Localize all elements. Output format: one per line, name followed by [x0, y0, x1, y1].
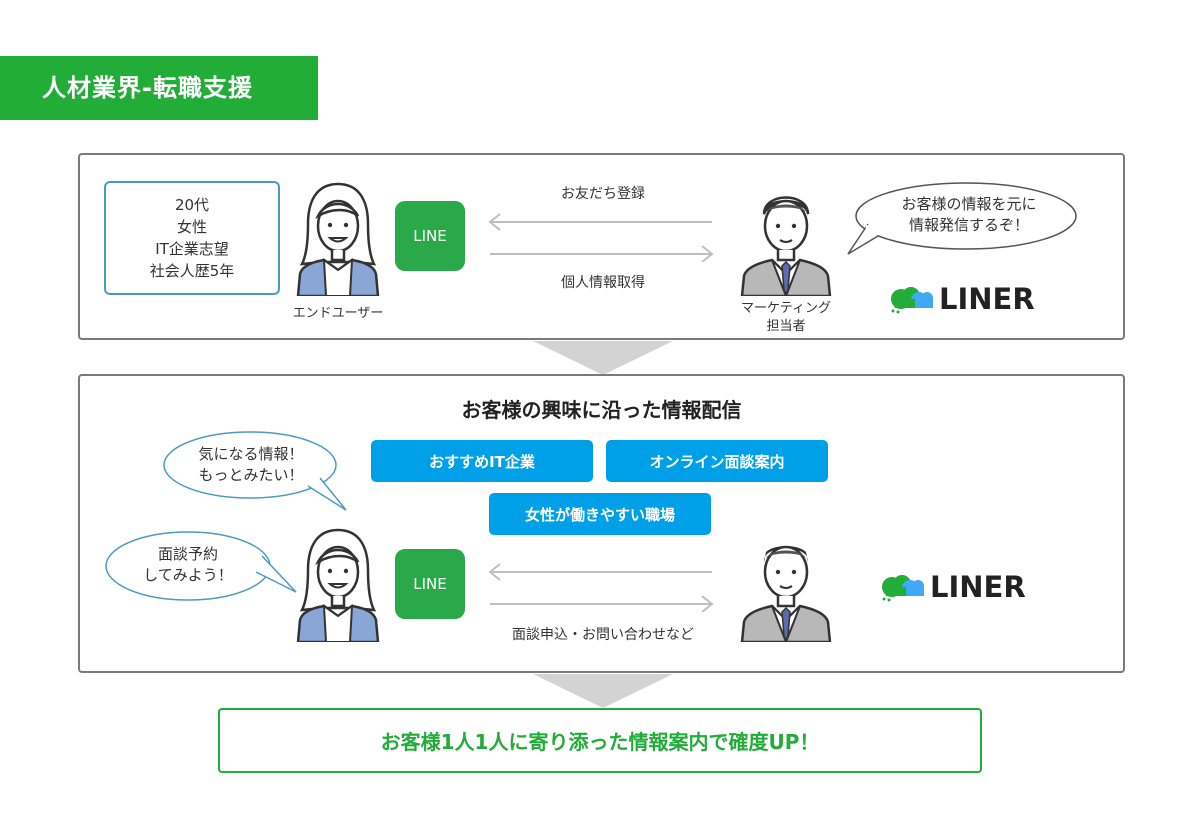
liner-cloud-icon [882, 575, 924, 602]
marketer-speech-bubble: お客様の情報を元に 情報発信するぞ！ [842, 180, 1080, 256]
line-app-badge: LINE [395, 201, 465, 271]
liner-logo: LINER [889, 282, 1035, 316]
liner-logo: LINER [880, 570, 1026, 604]
inquiry-label: 面談申込・お問い合わせなど [512, 627, 694, 643]
liner-cloud-icon [891, 287, 933, 314]
liner-wordmark: LINER [930, 570, 1026, 604]
end-user-woman-icon [296, 182, 380, 296]
flow-down-arrow-icon [533, 341, 673, 375]
personal-info-label: 個人情報取得 [561, 275, 645, 291]
result-banner: お客様1人1人に寄り添った情報案内で確度UP！ [218, 708, 982, 773]
end-user-caption: エンドユーザー [292, 306, 384, 321]
friend-registration-label: お友だち登録 [561, 186, 645, 202]
marketer-caption-title: 担当者 [766, 319, 806, 334]
user-interest-bubble: 気になる情報！ もっとみたい！ [160, 428, 350, 512]
liner-wordmark: LINER [939, 282, 1035, 316]
profile-aspiration: IT企業志望 [155, 240, 229, 258]
tag-women-friendly: 女性が働きやすい職場 [489, 493, 711, 535]
bubble1-line-2: もっとみたい！ [198, 466, 304, 484]
speech-line-2: 情報発信するぞ！ [908, 216, 1029, 234]
profile-career: 社会人歴5年 [149, 262, 235, 280]
profile-gender: 女性 [176, 218, 207, 236]
flow-down-arrow-icon [533, 674, 673, 708]
marketer-man-icon [740, 196, 832, 296]
exchange-arrows-icon [488, 213, 714, 262]
tag-recommended-it: おすすめIT企業 [371, 440, 593, 482]
bubble1-line-1: 気になる情報！ [198, 445, 304, 463]
end-user-woman-icon [296, 528, 380, 642]
section-label: 人材業界-転職支援 [0, 56, 318, 120]
marketer-man-icon [740, 545, 832, 642]
marketer-caption-role: マーケティング [741, 301, 831, 316]
speech-bubble-shape-icon [105, 531, 297, 601]
result-text: お客様1人1人に寄り添った情報案内で確度UP！ [380, 730, 820, 754]
speech-line-1: お客様の情報を元に [901, 195, 1037, 213]
bubble2-line-1: 面談予約 [157, 545, 218, 563]
user-booking-bubble: 面談予約 してみよう！ [102, 526, 298, 610]
tag-online-interview: オンライン面談案内 [606, 440, 828, 482]
profile-age: 20代 [174, 196, 210, 214]
delivery-title: お客様の興味に沿った情報配信 [461, 398, 742, 422]
user-profile-box: 20代 女性 IT企業志望 社会人歴5年 [104, 181, 280, 295]
bubble2-line-2: してみよう！ [143, 566, 233, 584]
marketer-caption: マーケティング 担当者 [726, 300, 846, 336]
speech-bubble-shape-icon [163, 431, 347, 511]
speech-bubble-shape-icon [847, 182, 1077, 255]
line-app-badge: LINE [395, 549, 465, 619]
exchange-arrows-icon [488, 563, 714, 612]
